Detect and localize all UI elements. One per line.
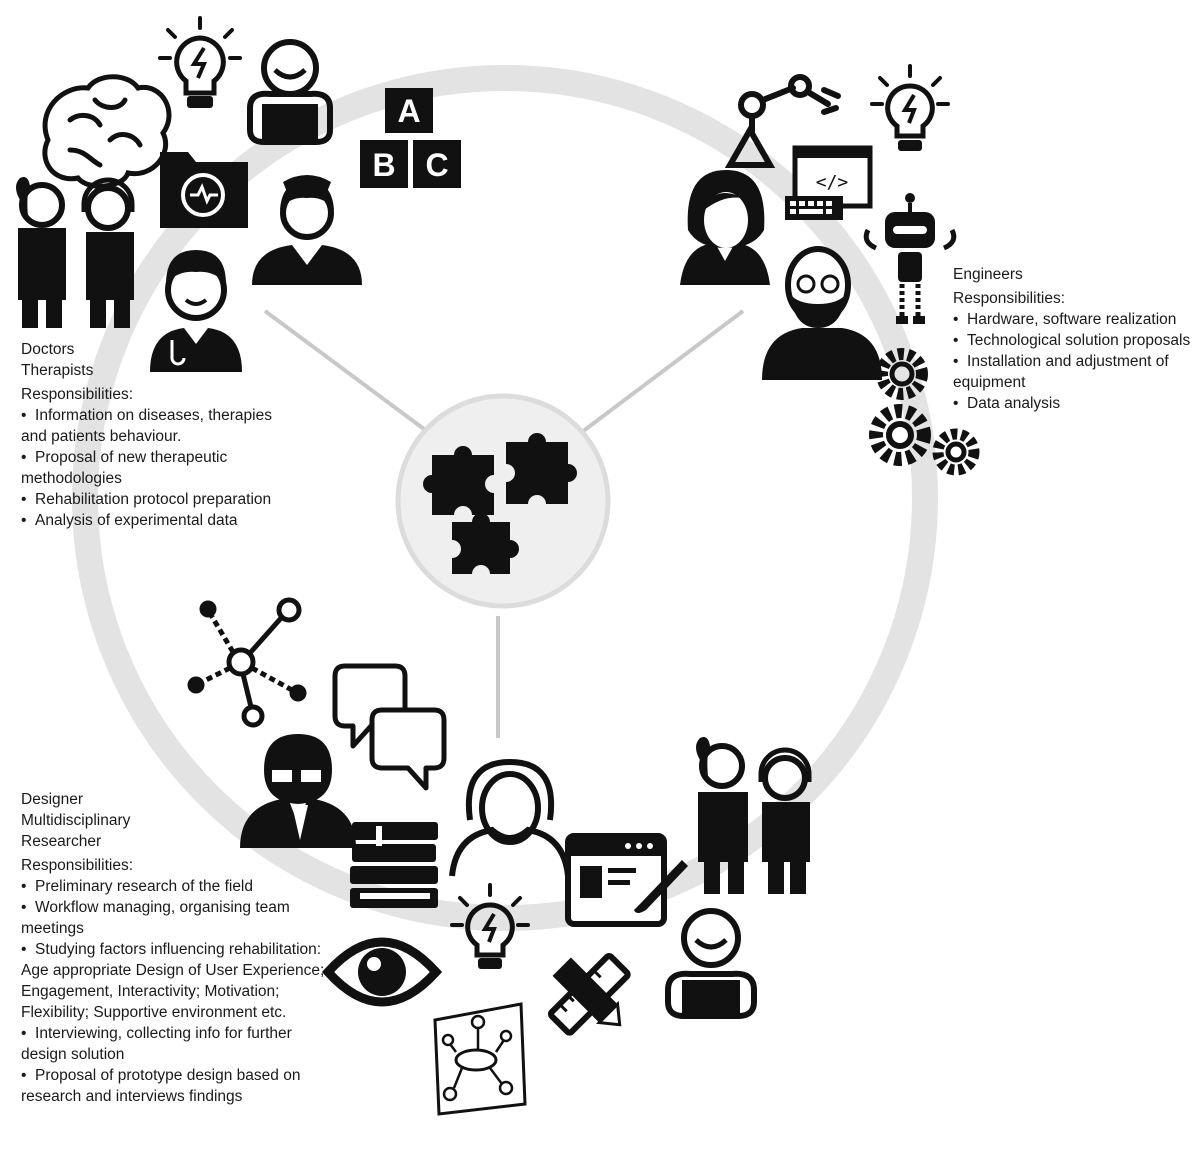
chat-bubbles-icon [332,663,447,791]
gears-icon [869,348,980,476]
role-label: Researcher [21,833,102,850]
role-label: Therapists [21,362,94,379]
network-icon [187,597,307,728]
robot-arm-icon [724,74,841,168]
doctors-block: Doctors Therapists Responsibilities: Inf… [21,339,276,531]
list-item: Interviewing, collecting info for furthe… [21,1023,336,1065]
mindmap-icon [433,1002,527,1116]
list-item: Proposal of prototype design based on re… [21,1065,336,1107]
svg-text:C: C [425,147,448,183]
list-item: Rehabilitation protocol preparation [21,489,276,510]
list-item: Workflow managing, organising team meeti… [21,897,336,939]
designers-block: Designer Multidisciplinary Researcher Re… [21,789,336,1107]
support-agent-icon [758,747,812,894]
list-item: Installation and adjustment of equipment [953,351,1198,393]
female-patient-icon [696,737,748,894]
role-label: Multidisciplinary [21,812,131,829]
doctor-icon [150,250,242,372]
child-laptop-icon [247,39,333,145]
spoke-doctors [263,309,430,434]
list-item: Age appropriate Design of User Experienc… [21,962,325,1021]
role-label: Designer [21,791,84,808]
responsibilities-heading: Responsibilities: [21,857,133,874]
lightbulb-icon [870,64,950,151]
woman-avatar-icon [680,170,770,285]
brain-icon [42,74,172,189]
svg-text:B: B [372,147,395,183]
list-item: Information on diseases, therapies and p… [21,405,276,447]
list-item: Data analysis [953,393,1198,414]
responsibilities-list: Information on diseases, therapies and p… [21,405,276,531]
child-laptop-icon [665,908,757,1019]
responsibilities-list: Hardware, software realization Technolog… [953,309,1198,414]
code-window-icon: </> [785,145,873,220]
bearded-man-icon [762,246,882,380]
lightbulb-icon [158,16,242,108]
list-item: Hardware, software realization [953,309,1198,330]
lightbulb-icon [450,883,530,969]
ruler-pencil-icon [547,952,631,1036]
engineers-block: Engineers Responsibilities: Hardware, so… [953,264,1198,414]
list-item: Proposal of new therapeutic methodologie… [21,447,276,489]
role-label: Engineers [953,266,1023,283]
robot-icon [863,193,957,324]
list-item: Analysis of experimental data [21,510,276,531]
list-item: Preliminary research of the field [21,876,336,897]
woman-outline-icon [449,758,571,877]
list-item: Studying factors influencing rehabilitat… [21,939,336,960]
glasses-man-icon [240,734,356,848]
folder-sync-icon [160,152,248,228]
responsibilities-heading: Responsibilities: [21,386,133,403]
female-patient-icon [16,177,66,328]
books-icon [350,822,438,908]
responsibilities-list: Preliminary research of the field Workfl… [21,876,336,1107]
svg-text:</>: </> [816,172,849,193]
nurse-icon [252,175,362,285]
support-agent-icon [81,177,135,328]
eye-icon [321,937,443,1007]
puzzle-icon [395,393,611,609]
abc-blocks-icon: A B C [360,88,461,188]
svg-text:A: A [397,93,420,129]
role-label: Doctors [21,341,75,358]
list-item: Technological solution proposals [953,330,1198,351]
web-design-icon [565,833,688,927]
spoke-engineers [580,309,745,434]
responsibilities-heading: Responsibilities: [953,290,1065,307]
